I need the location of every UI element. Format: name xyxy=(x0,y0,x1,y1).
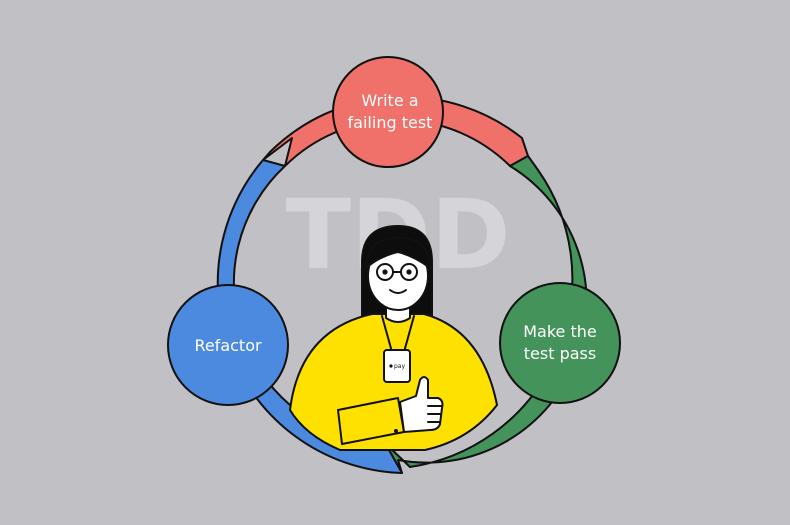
step-label-line1: Write a xyxy=(361,91,418,110)
badge-label: pay xyxy=(394,363,405,370)
eye-right xyxy=(406,269,412,275)
step-circle-blue xyxy=(167,284,289,406)
step-node-write-failing-test: Write a failing test xyxy=(332,56,444,168)
step-label-line1: Make the xyxy=(523,322,597,341)
step-label-line2: failing test xyxy=(348,113,433,132)
thumbs-up-hand-icon xyxy=(399,376,444,433)
step-circle-green xyxy=(499,282,621,404)
step-label-line2: test pass xyxy=(524,344,596,363)
bangs xyxy=(365,237,431,269)
step-node-refactor: Refactor xyxy=(167,284,289,406)
person-illustration: pay xyxy=(289,225,498,451)
hand-finger-lines xyxy=(427,405,442,423)
eye-left xyxy=(382,269,388,275)
badge-dot-icon xyxy=(389,364,393,368)
cuff-button xyxy=(394,429,398,433)
step-label: Refactor xyxy=(194,336,262,355)
smile xyxy=(389,289,407,294)
step-circle-red xyxy=(332,56,444,168)
id-badge xyxy=(383,349,411,383)
step-node-make-test-pass: Make the test pass xyxy=(499,282,621,404)
lanyard xyxy=(381,315,415,353)
